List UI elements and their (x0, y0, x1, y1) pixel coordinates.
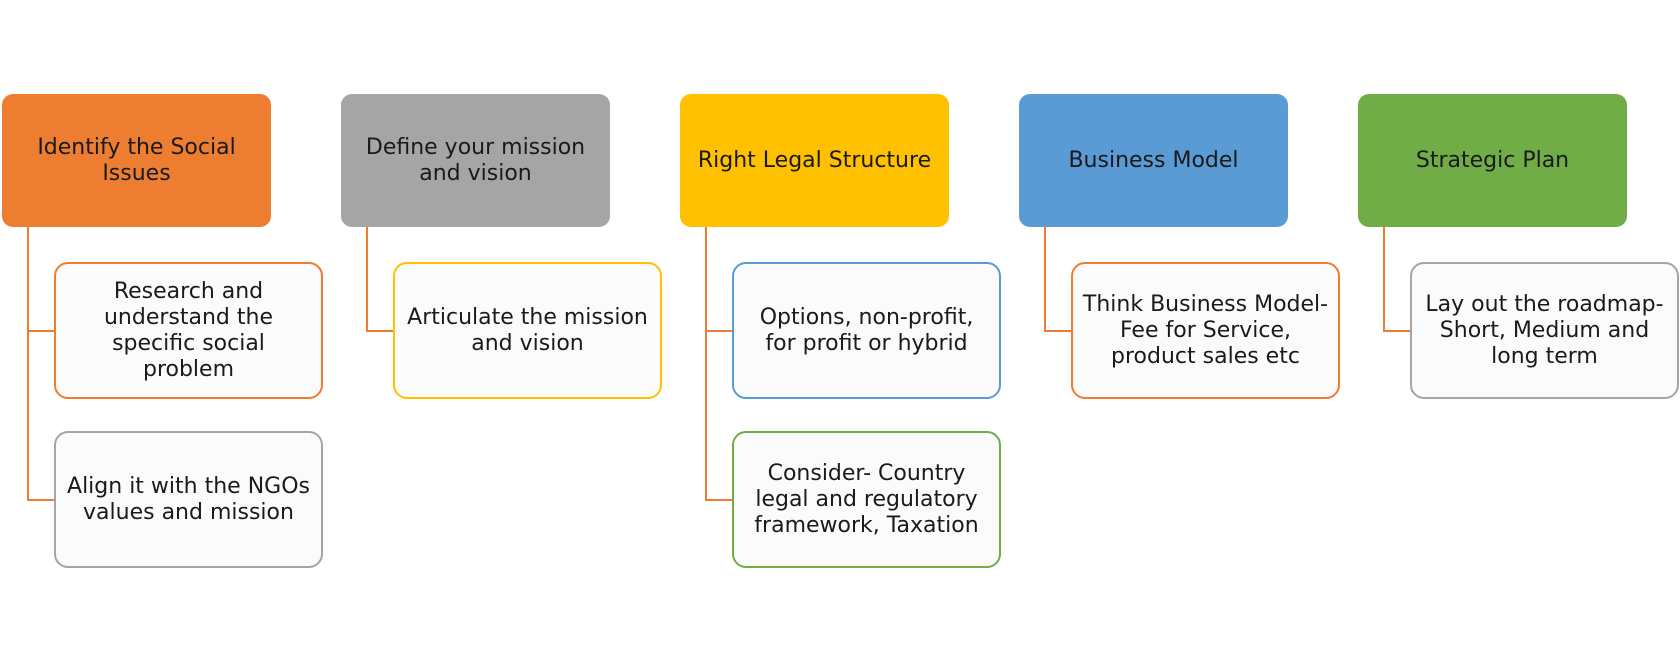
connector-line (366, 227, 393, 332)
child-box-align-values: Align it with the NGOs values and missio… (54, 431, 323, 568)
child-label: Articulate the mission and vision (407, 304, 648, 356)
header-business-model: Business Model (1019, 94, 1288, 227)
child-label: Align it with the NGOs values and missio… (67, 473, 310, 525)
child-box-consider-country: Consider- Country legal and regulatory f… (732, 431, 1001, 568)
connector-line (1383, 227, 1410, 332)
connector-line (27, 227, 54, 501)
header-legal-structure: Right Legal Structure (680, 94, 949, 227)
child-box-think-business-model: Think Business Model- Fee for Service, p… (1071, 262, 1340, 399)
header-identify-social-issues: Identify the Social Issues (2, 94, 271, 227)
header-label: Business Model (1068, 147, 1239, 173)
child-label: Consider- Country legal and regulatory f… (754, 460, 979, 538)
header-strategic-plan: Strategic Plan (1358, 94, 1627, 227)
connector-line (705, 227, 732, 501)
child-label: Lay out the roadmap- Short, Medium and l… (1425, 291, 1664, 369)
header-label: Define your mission and vision (365, 134, 586, 186)
header-define-mission-vision: Define your mission and vision (341, 94, 610, 227)
header-label: Identify the Social Issues (37, 134, 236, 186)
child-box-roadmap: Lay out the roadmap- Short, Medium and l… (1410, 262, 1679, 399)
child-label: Think Business Model- Fee for Service, p… (1082, 291, 1329, 369)
child-box-research-problem: Research and understand the specific soc… (54, 262, 323, 399)
child-label: Options, non-profit, for profit or hybri… (759, 304, 974, 356)
header-label: Right Legal Structure (697, 147, 932, 173)
child-box-articulate-mission: Articulate the mission and vision (393, 262, 662, 399)
connector-line (1044, 227, 1071, 332)
header-label: Strategic Plan (1415, 147, 1570, 173)
child-label: Research and understand the specific soc… (103, 278, 273, 382)
child-box-options: Options, non-profit, for profit or hybri… (732, 262, 1001, 399)
